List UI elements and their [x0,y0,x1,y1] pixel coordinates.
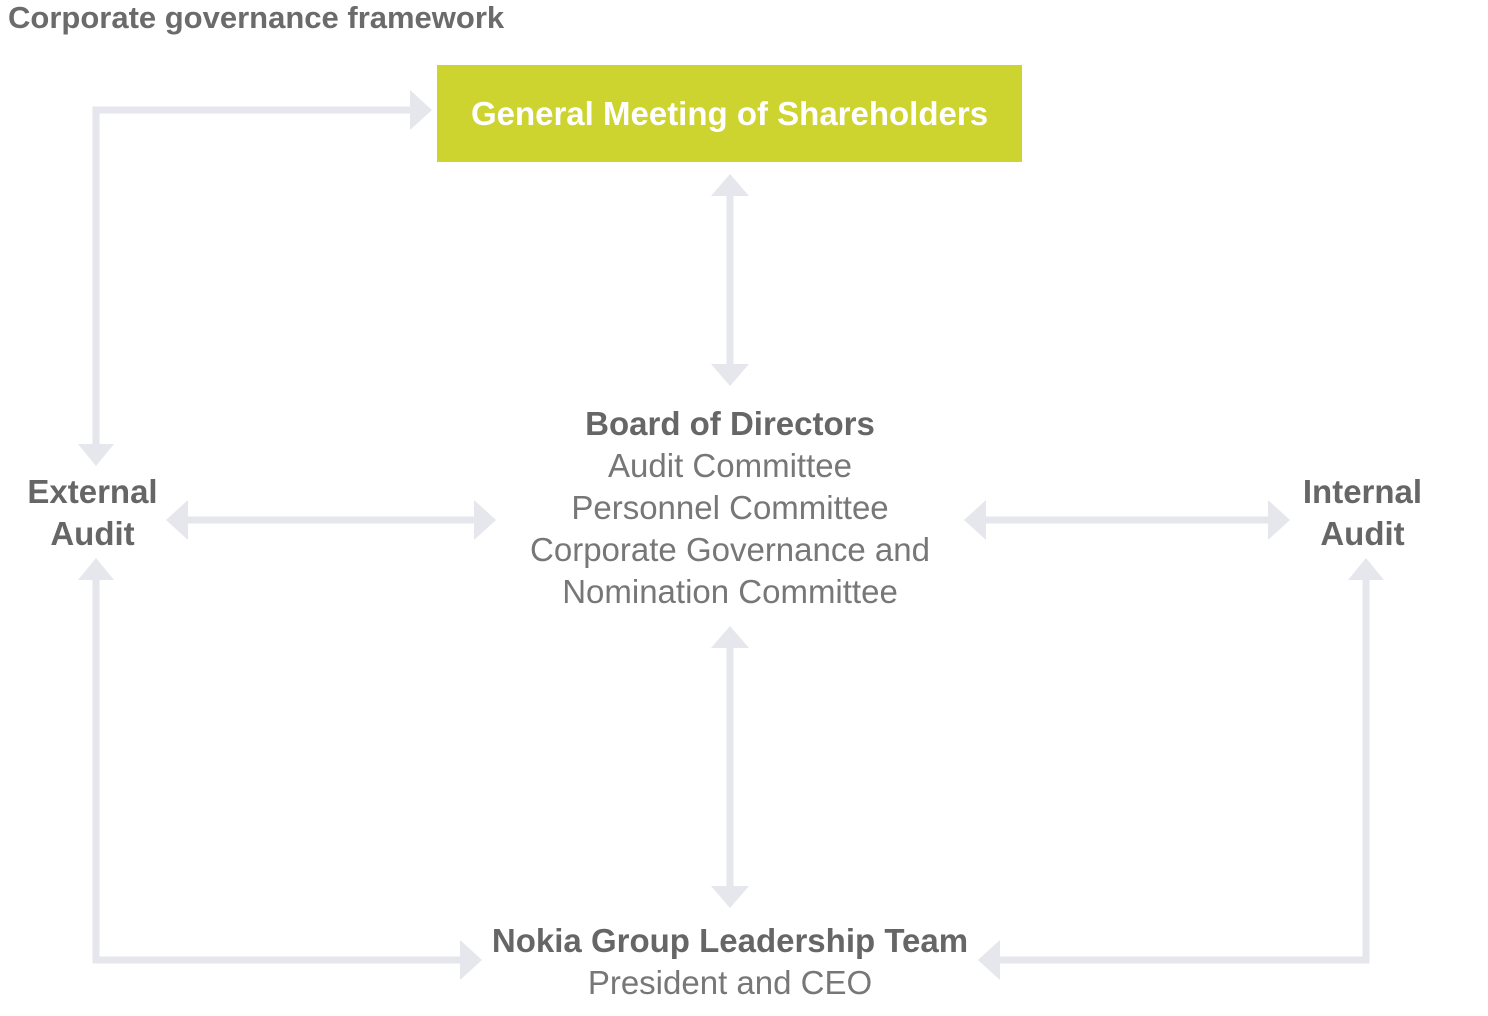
cg-committee-label-line2: Nomination Committee [562,573,898,610]
external-audit-node: External Audit [0,471,185,555]
arrowhead-up-ext [78,558,114,580]
general-meeting-box: General Meeting of Shareholders [437,65,1022,162]
arrowhead-right-int [1268,500,1290,540]
arrowhead-right-ngl [460,940,482,980]
ext-audit-to-gm-connector [92,106,412,448]
internal-audit-line1: Internal [1302,473,1423,510]
leadership-heading: Nokia Group Leadership Team [491,922,969,959]
leadership-sub: President and CEO [587,964,873,1001]
board-heading: Board of Directors [585,405,875,442]
arrowhead-up-board [711,626,749,648]
external-audit-line2: Audit [50,515,135,552]
arrowhead-down-ngl [711,886,749,908]
external-audit-line1: External [27,473,158,510]
internal-audit-node: Internal Audit [1270,471,1455,555]
arrowhead-down-ext [78,444,114,466]
arrowhead-right-board-left [474,500,496,540]
page-title: Corporate governance framework [8,0,505,35]
ngl-to-int-connector [998,578,1370,964]
arrowhead-up-int [1348,558,1384,580]
personnel-committee-label: Personnel Committee [571,489,889,526]
leadership-team-node: Nokia Group Leadership Team President an… [430,920,1030,1004]
audit-committee-label: Audit Committee [608,447,852,484]
board-of-directors-node: Board of Directors Audit Committee Perso… [430,403,1030,613]
arrowhead-up-gm [711,174,749,196]
arrowhead-left-ngl [978,940,1000,980]
arrowhead-right-gm [410,90,432,130]
internal-audit-line2: Audit [1320,515,1405,552]
cg-committee-label-line1: Corporate Governance and [530,531,930,568]
arrowhead-down-board [711,364,749,386]
ngl-to-ext-connector [92,578,462,964]
arrowhead-left-ext [166,500,188,540]
general-meeting-label: General Meeting of Shareholders [470,94,989,132]
arrowhead-left-board-right [964,500,986,540]
